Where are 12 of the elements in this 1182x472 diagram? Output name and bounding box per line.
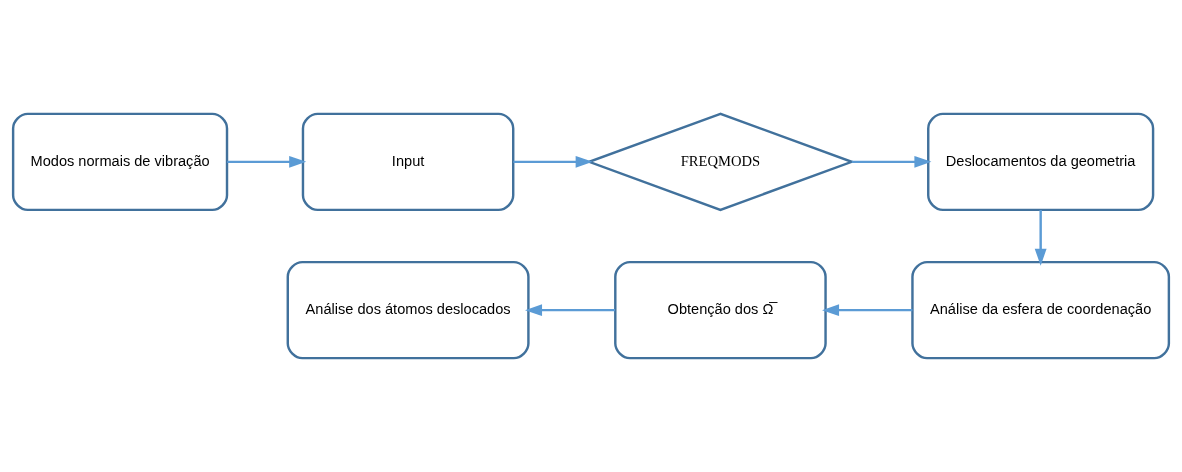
node-box: Deslocamentos da geometria xyxy=(927,112,1155,212)
arrow xyxy=(851,155,932,168)
arrow xyxy=(227,155,307,168)
node-box: Input xyxy=(301,112,515,212)
node-box: Modos normais de vibração xyxy=(11,112,229,212)
arrow xyxy=(1034,210,1047,266)
node-box: Análise dos átomos deslocados xyxy=(286,260,530,360)
arrow xyxy=(822,304,913,317)
node-box: Análise da esfera de coordenação xyxy=(911,260,1171,360)
arrow xyxy=(513,155,593,168)
arrow xyxy=(525,304,616,317)
node-box: Obtenção dos Ω̅ xyxy=(614,260,827,360)
